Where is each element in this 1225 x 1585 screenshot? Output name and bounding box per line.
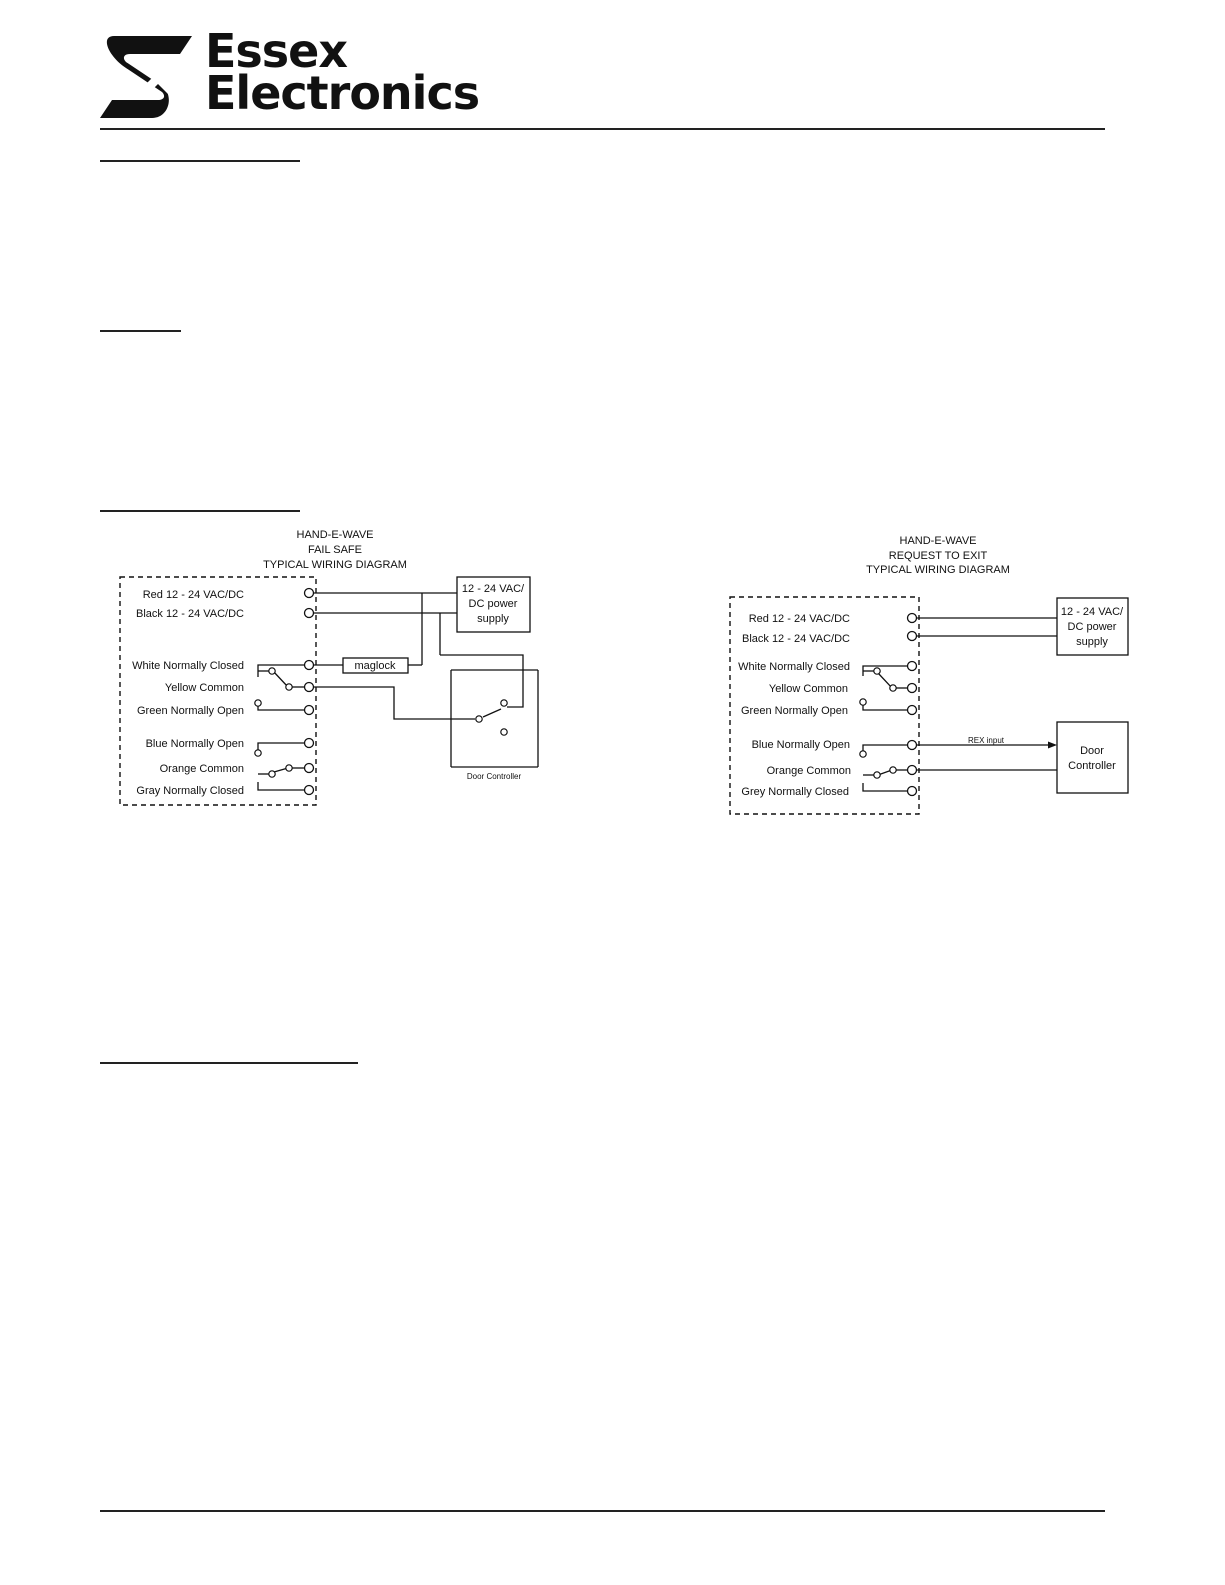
- footer-rule: [100, 1510, 1105, 1512]
- wire-label-orange: Orange Common: [160, 763, 244, 775]
- sensor-enclosure: [729, 596, 920, 815]
- wire-label-red: Red 12 - 24 VAC/DC: [143, 589, 244, 601]
- brand-line-1: Essex: [205, 24, 348, 78]
- wire-label-green: Green Normally Open: [741, 705, 848, 717]
- section-underline-2: [100, 330, 181, 332]
- wire-label-black: Black 12 - 24 VAC/DC: [136, 608, 244, 620]
- wire-label-blue: Blue Normally Open: [752, 739, 850, 751]
- maglock-box: [342, 657, 409, 674]
- request-to-exit-wiring-diagram: HAND-E-WAVE REQUEST TO EXIT TYPICAL WIRI…: [720, 525, 1140, 825]
- door-controller-label: Door Controller: [467, 772, 522, 781]
- essex-logo-icon: [100, 36, 192, 118]
- wire-label-red: Red 12 - 24 VAC/DC: [749, 613, 850, 625]
- power-supply-label-3: supply: [477, 613, 509, 625]
- power-supply-label-3: supply: [1076, 636, 1108, 648]
- wire-label-black: Black 12 - 24 VAC/DC: [742, 633, 850, 645]
- wire-label-grey: Grey Normally Closed: [741, 786, 849, 798]
- diagram-title-3: TYPICAL WIRING DIAGRAM: [866, 564, 1010, 576]
- header-rule: [100, 128, 1105, 130]
- door-controller-label-1: Door: [1080, 745, 1104, 757]
- rex-input-label: REX input: [968, 736, 1005, 745]
- maglock-label: maglock: [355, 660, 396, 672]
- wire-label-yellow: Yellow Common: [165, 682, 244, 694]
- wire-label-green: Green Normally Open: [137, 705, 244, 717]
- power-supply-label-2: DC power: [1068, 621, 1117, 633]
- wire-label-yellow: Yellow Common: [769, 683, 848, 695]
- diagram-title-1: HAND-E-WAVE: [900, 535, 977, 547]
- door-controller-box: [1056, 721, 1129, 794]
- fail-safe-wiring-diagram: HAND-E-WAVE FAIL SAFE TYPICAL WIRING DIA…: [100, 520, 550, 815]
- brand-line-2: Electronics: [205, 66, 480, 120]
- diagram-title-2: FAIL SAFE: [308, 544, 362, 556]
- arrow-right-icon: [1048, 741, 1057, 749]
- sensor-enclosure: [119, 576, 317, 806]
- power-supply-box: [456, 576, 531, 633]
- power-supply-box: [1056, 597, 1129, 656]
- power-supply-label-1: 12 - 24 VAC/: [462, 583, 525, 595]
- wire-label-blue: Blue Normally Open: [146, 738, 244, 750]
- diagram-title-1: HAND-E-WAVE: [297, 529, 374, 541]
- brand-name: Essex Electronics: [205, 24, 480, 120]
- wire-label-orange: Orange Common: [767, 765, 851, 777]
- section-underline-3: [100, 510, 300, 512]
- power-supply-label-1: 12 - 24 VAC/: [1061, 606, 1124, 618]
- section-underline-4: [100, 1062, 358, 1064]
- wire-label-white: White Normally Closed: [132, 660, 244, 672]
- door-controller-label-2: Controller: [1068, 760, 1116, 772]
- section-underline-1: [100, 160, 300, 162]
- wire-label-white: White Normally Closed: [738, 661, 850, 673]
- diagram-title-3: TYPICAL WIRING DIAGRAM: [263, 559, 407, 571]
- diagram-title-2: REQUEST TO EXIT: [889, 550, 988, 562]
- power-supply-label-2: DC power: [469, 598, 518, 610]
- wire-label-gray: Gray Normally Closed: [136, 785, 244, 797]
